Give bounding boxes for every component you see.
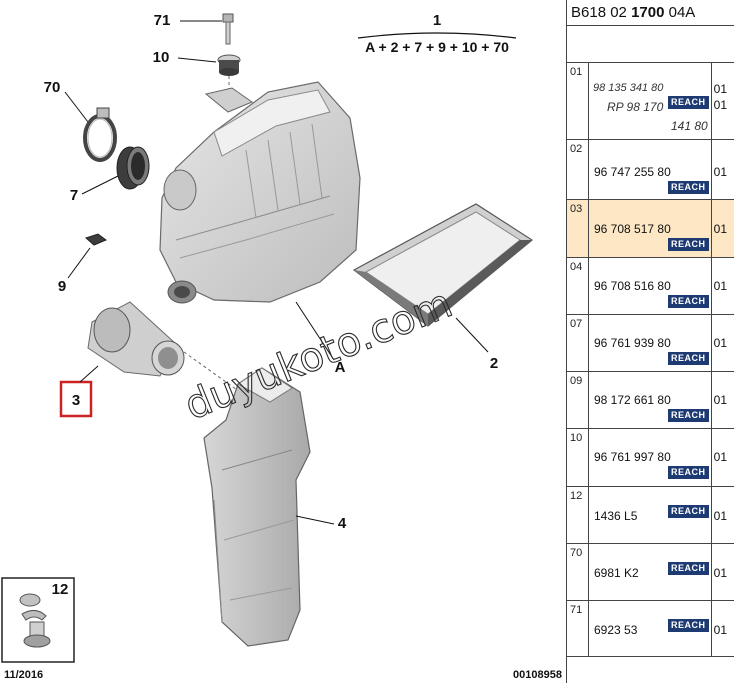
- reach-badge: REACH: [668, 505, 709, 518]
- callout-A[interactable]: A: [335, 359, 346, 376]
- diagram-date: 11/2016: [4, 669, 43, 681]
- parts-list-panel: B618 02 1700 04A 01 98 135 341 80 RP 98 …: [566, 0, 734, 683]
- row-index: 09: [570, 375, 583, 387]
- hose-clamp-part-70[interactable]: [83, 107, 117, 162]
- callout-4[interactable]: 4: [338, 515, 347, 532]
- selected-callout-highlight: [59, 380, 93, 418]
- bolt-part-71[interactable]: [222, 13, 234, 45]
- reach-badge: REACH: [668, 181, 709, 194]
- callout-70[interactable]: 70: [44, 79, 61, 96]
- row-index: 71: [570, 604, 583, 616]
- quantity: 01: [713, 509, 727, 523]
- part-row-04[interactable]: 04 96 708 516 80 REACH 01: [567, 258, 734, 315]
- part-number[interactable]: 96 761 939 80: [594, 336, 671, 350]
- quantity: 01: [713, 165, 727, 179]
- part-row-07[interactable]: 07 96 761 939 80 REACH 01: [567, 315, 734, 372]
- ref-bold: 1700: [631, 4, 665, 21]
- row-index: 03: [570, 203, 583, 215]
- callout-1[interactable]: 1: [433, 12, 441, 29]
- callout-12[interactable]: 12: [52, 581, 69, 598]
- rubber-sleeve-part-7[interactable]: [116, 146, 150, 190]
- leader-A: [295, 301, 335, 361]
- callout-71[interactable]: 71: [154, 12, 171, 29]
- formula-bracket: [357, 32, 517, 39]
- catalog-reference: B618 02 1700 04A: [567, 0, 734, 26]
- part-row-70[interactable]: 70 6981 K2 REACH 01: [567, 544, 734, 601]
- alt-part-number-1[interactable]: RP 98 170: [607, 100, 664, 114]
- quantity: 01: [713, 82, 727, 96]
- leader-4: [295, 515, 335, 525]
- quantity: 01: [713, 222, 727, 236]
- reach-badge: REACH: [668, 96, 709, 109]
- push-rivet-part-12[interactable]: [19, 593, 51, 648]
- part-row-09[interactable]: 09 98 172 661 80 REACH 01: [567, 372, 734, 429]
- part-row-71[interactable]: 71 6923 53 REACH 01: [567, 601, 734, 657]
- reach-badge: REACH: [668, 409, 709, 422]
- reach-badge: REACH: [668, 238, 709, 251]
- ref-suffix: 04A: [664, 4, 696, 21]
- leader-7: [81, 175, 119, 195]
- part-row-10[interactable]: 10 96 761 997 80 REACH 01: [567, 429, 734, 487]
- part-number[interactable]: 98 135 341 80: [593, 82, 664, 94]
- row-index: 02: [570, 143, 583, 155]
- leader-2: [455, 317, 489, 353]
- part-number[interactable]: 96 708 516 80: [594, 279, 671, 293]
- part-number[interactable]: 1436 L5: [594, 509, 638, 523]
- callout-10[interactable]: 10: [153, 49, 170, 66]
- callout-2[interactable]: 2: [490, 355, 498, 372]
- alt-part-number-2[interactable]: 141 80: [671, 119, 708, 133]
- reach-badge: REACH: [668, 562, 709, 575]
- panel-spacer-row: [567, 26, 734, 63]
- inset-box-12: [1, 577, 75, 663]
- air-duct-part-4[interactable]: [203, 367, 311, 647]
- reach-badge: REACH: [668, 619, 709, 632]
- air-filter-housing[interactable]: [159, 81, 361, 304]
- clip-part-9[interactable]: [85, 233, 107, 246]
- leader-3: [79, 365, 99, 383]
- exploded-parts-diagram: 1 A + 2 + 7 + 9 + 10 + 70 71 10 70 7 9: [1, 12, 562, 681]
- row-index: 12: [570, 490, 583, 502]
- part-row-01[interactable]: 01 98 135 341 80 RP 98 170 REACH 141 80 …: [567, 63, 734, 140]
- leader-9: [67, 247, 91, 279]
- quantity: 01: [713, 98, 727, 112]
- leader-10: [177, 57, 217, 63]
- reach-badge: REACH: [668, 352, 709, 365]
- row-index: 07: [570, 318, 583, 330]
- watermark-text: duyukoto.com: [179, 280, 459, 429]
- part-number[interactable]: 96 747 255 80: [594, 165, 671, 179]
- reach-badge: REACH: [668, 466, 709, 479]
- quantity: 01: [713, 623, 727, 637]
- reach-badge: REACH: [668, 295, 709, 308]
- part-number[interactable]: 6923 53: [594, 623, 638, 637]
- quantity: 01: [713, 450, 727, 464]
- rubber-mount-part-10[interactable]: [217, 54, 241, 76]
- quantity: 01: [713, 393, 727, 407]
- quantity: 01: [713, 279, 727, 293]
- row-index: 70: [570, 547, 583, 559]
- drawing-number: 00108958: [513, 669, 562, 681]
- row-index: 04: [570, 261, 583, 273]
- part-row-03[interactable]: 03 96 708 517 80 REACH 01: [567, 200, 734, 258]
- part-number[interactable]: 96 761 997 80: [594, 450, 671, 464]
- part-row-02[interactable]: 02 96 747 255 80 REACH 01: [567, 140, 734, 200]
- filter-element-part-2[interactable]: [352, 203, 534, 327]
- callout-7[interactable]: 7: [70, 187, 78, 204]
- ref-prefix: B618 02: [571, 4, 632, 21]
- part-number[interactable]: 96 708 517 80: [594, 222, 671, 236]
- part-row-12[interactable]: 12 1436 L5 REACH 01: [567, 487, 734, 544]
- quantity: 01: [713, 566, 727, 580]
- leader-70: [64, 91, 89, 123]
- row-index: 01: [570, 66, 583, 78]
- row-index: 10: [570, 432, 583, 444]
- callout-9[interactable]: 9: [58, 278, 66, 295]
- callout-3[interactable]: 3: [72, 392, 80, 409]
- part-number[interactable]: 6981 K2: [594, 566, 639, 580]
- quantity: 01: [713, 336, 727, 350]
- part-number[interactable]: 98 172 661 80: [594, 393, 671, 407]
- assembly-formula: A + 2 + 7 + 9 + 10 + 70: [365, 39, 509, 55]
- air-intake-connector-part-3[interactable]: [87, 301, 185, 377]
